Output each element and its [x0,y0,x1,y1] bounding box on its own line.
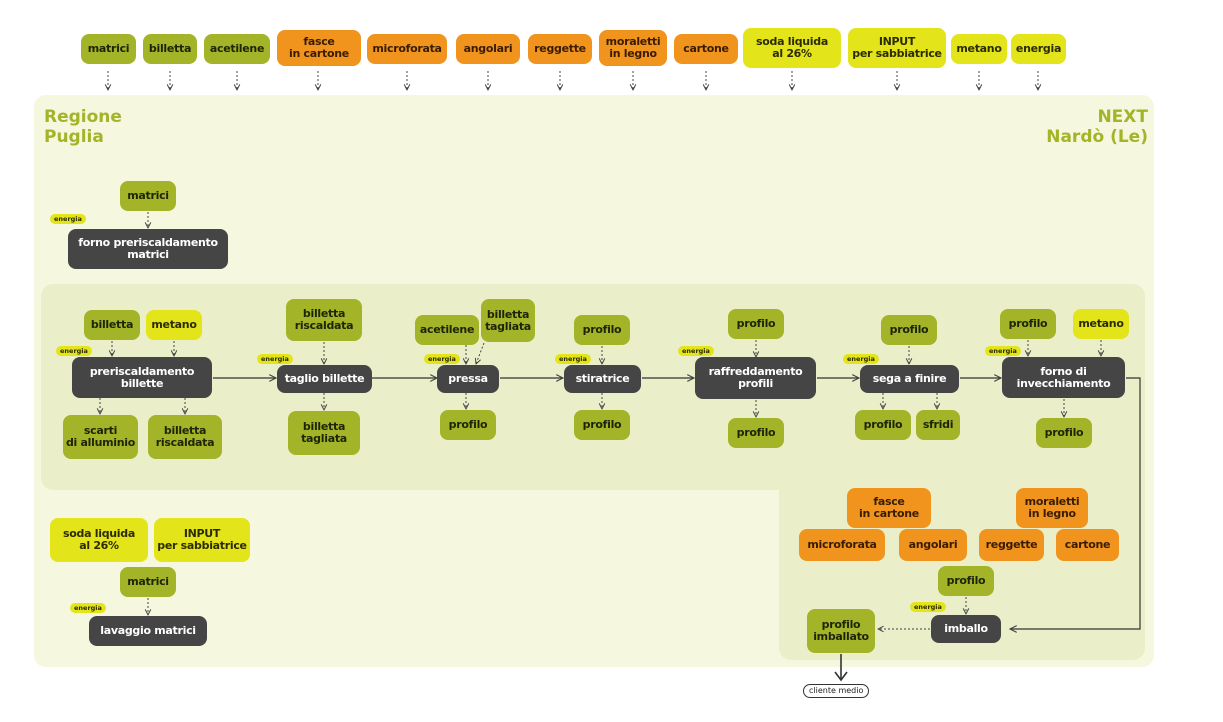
site-label: NEXT Nardò (Le) [1046,107,1148,147]
output-billetta-riscaldata: billetta riscaldata [148,415,222,459]
output-profilo: profilo [1036,418,1092,448]
input-matrici: matrici [120,567,176,597]
output-scarti-alluminio: scarti di alluminio [63,415,138,459]
process-raffreddamento-profili: raffreddamento profili [695,357,816,399]
top-input-soda-liquida: soda liquida al 26% [743,28,841,68]
region-label: Regione Puglia [44,107,122,147]
top-input-billetta: billetta [143,34,197,64]
top-input-sabbiatrice: INPUT per sabbiatrice [848,28,946,68]
process-forno-invecchiamento: forno di invecchiamento [1002,357,1125,398]
pack-moraletti-legno: moraletti in legno [1016,488,1088,528]
pack-angolari: angolari [899,529,967,561]
top-input-microforata: microforata [367,34,447,64]
energy-tag: energia [555,354,591,364]
output-profilo: profilo [855,410,911,440]
process-preriscaldamento-billette: preriscaldamento billette [72,357,212,398]
input-acetilene: acetilene [415,315,479,345]
top-input-acetilene: acetilene [204,34,270,64]
top-input-moraletti-legno: moraletti in legno [599,30,667,66]
energy-tag: energia [70,603,106,613]
pack-cartone: cartone [1056,529,1119,561]
process-sega-a-finire: sega a finire [860,365,959,393]
input-metano: metano [146,310,202,340]
top-input-metano: metano [951,34,1007,64]
top-input-angolari: angolari [456,34,520,64]
energy-tag: energia [50,214,86,224]
process-stiratrice: stiratrice [564,365,641,393]
output-profilo: profilo [728,418,784,448]
process-taglio-billette: taglio billette [277,365,372,393]
input-profilo: profilo [1000,309,1056,339]
output-profilo: profilo [574,410,630,440]
output-profilo: profilo [440,410,496,440]
input-metano: metano [1073,309,1129,339]
process-pressa: pressa [437,365,499,393]
energy-tag: energia [678,346,714,356]
process-imballo: imballo [931,615,1001,643]
input-billetta: billetta [84,310,140,340]
process-forno-preriscaldamento-matrici: forno preriscaldamento matrici [68,229,228,269]
pack-reggette: reggette [979,529,1044,561]
input-billetta-riscaldata: billetta riscaldata [286,299,362,341]
input-profilo: profilo [881,315,937,345]
energy-tag: energia [910,602,946,612]
energy-tag: energia [424,354,460,364]
top-input-energia: energia [1011,34,1066,64]
input-matrici: matrici [120,181,176,211]
top-input-cartone: cartone [674,34,738,64]
input-profilo: profilo [728,309,784,339]
top-input-matrici: matrici [81,34,136,64]
input-sabbiatrice: INPUT per sabbiatrice [154,518,250,562]
pack-fasce-cartone: fasce in cartone [847,488,931,528]
input-profilo: profilo [938,566,994,596]
energy-tag: energia [257,354,293,364]
output-sfridi: sfridi [916,410,960,440]
top-input-reggette: reggette [528,34,592,64]
input-soda-liquida: soda liquida al 26% [50,518,148,562]
output-billetta-tagliata: billetta tagliata [288,411,360,455]
energy-tag: energia [56,346,92,356]
client-label: cliente medio [803,684,870,698]
process-lavaggio-matrici: lavaggio matrici [89,616,207,646]
input-profilo: profilo [574,315,630,345]
pack-microforata: microforata [799,529,885,561]
input-billetta-tagliata: billetta tagliata [481,299,535,342]
energy-tag: energia [985,346,1021,356]
energy-tag: energia [843,354,879,364]
top-input-fasce-cartone: fasce in cartone [277,30,361,66]
output-profilo-imballato: profilo imballato [807,609,875,653]
